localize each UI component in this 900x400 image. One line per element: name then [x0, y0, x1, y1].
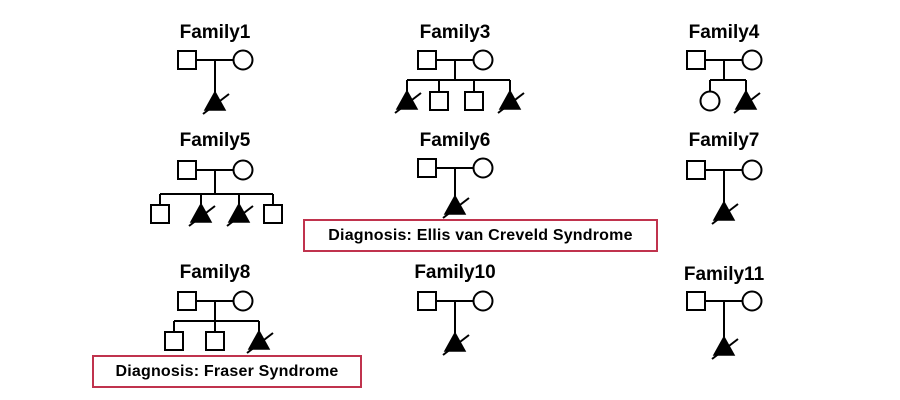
affected-pregnancy-symbol [498, 89, 522, 110]
deceased-slash [497, 92, 525, 114]
son-symbol [464, 91, 484, 111]
son-symbol [429, 91, 449, 111]
mother-symbol [741, 290, 763, 312]
deceased-slash [188, 205, 216, 227]
family-title: Family11 [684, 264, 765, 285]
mother-symbol [472, 290, 494, 312]
mother-symbol [472, 49, 494, 71]
affected-pregnancy-symbol [443, 194, 467, 215]
affected-pregnancy-symbol [712, 335, 736, 356]
family-title: Family10 [414, 262, 495, 283]
pedigree-family5: Family5 [150, 130, 283, 227]
father-symbol [177, 291, 197, 311]
mother-symbol [741, 159, 763, 181]
pedigree-family4: Family4 [686, 22, 763, 114]
father-symbol [177, 50, 197, 70]
deceased-slash [202, 93, 230, 115]
mother-symbol [472, 157, 494, 179]
son-symbol [263, 204, 283, 224]
family-title: Family6 [420, 130, 491, 151]
affected-pregnancy-symbol [227, 202, 251, 223]
father-symbol [417, 291, 437, 311]
deceased-slash [394, 92, 422, 114]
family-title: Family8 [180, 262, 251, 283]
deceased-slash [226, 205, 254, 227]
father-symbol [177, 160, 197, 180]
father-symbol [417, 158, 437, 178]
pedigree-family10: Family10 [414, 262, 496, 356]
diagnosis-ellis-van-creveld: Diagnosis: Ellis van Creveld Syndrome [303, 219, 658, 252]
affected-pregnancy-symbol [443, 331, 467, 352]
father-symbol [686, 291, 706, 311]
pedigree-family11: Family11 [684, 264, 765, 360]
family-title: Family1 [180, 22, 251, 43]
diagnosis-fraser: Diagnosis: Fraser Syndrome [92, 355, 362, 388]
pedigree-family1: Family1 [177, 22, 254, 115]
affected-pregnancy-symbol [247, 329, 271, 350]
father-symbol [417, 50, 437, 70]
son-symbol [205, 331, 225, 351]
family-title: Family4 [689, 22, 760, 43]
deceased-slash [442, 197, 470, 219]
family-title: Family7 [689, 130, 760, 151]
pedigree-family7: Family7 [686, 130, 763, 225]
father-symbol [686, 160, 706, 180]
affected-pregnancy-symbol [189, 202, 213, 223]
pedigree-family8: Family8 [164, 262, 274, 354]
deceased-slash [442, 334, 470, 356]
deceased-slash [246, 332, 274, 354]
son-symbol [150, 204, 170, 224]
affected-pregnancy-symbol [395, 89, 419, 110]
son-symbol [164, 331, 184, 351]
father-symbol [686, 50, 706, 70]
family-title: Family5 [180, 130, 251, 151]
pedigree-family6: Family6 [417, 130, 494, 219]
pedigree-family3: Family3 [394, 22, 525, 114]
mother-symbol [741, 49, 763, 71]
mother-symbol [232, 159, 254, 181]
deceased-slash [711, 203, 739, 225]
daughter-symbol [699, 90, 721, 112]
deceased-slash [711, 338, 739, 360]
affected-pregnancy-symbol [712, 200, 736, 221]
deceased-slash [733, 92, 761, 114]
affected-pregnancy-symbol [734, 89, 758, 110]
affected-pregnancy-symbol [203, 90, 227, 111]
mother-symbol [232, 49, 254, 71]
family-title: Family3 [420, 22, 491, 43]
mother-symbol [232, 290, 254, 312]
